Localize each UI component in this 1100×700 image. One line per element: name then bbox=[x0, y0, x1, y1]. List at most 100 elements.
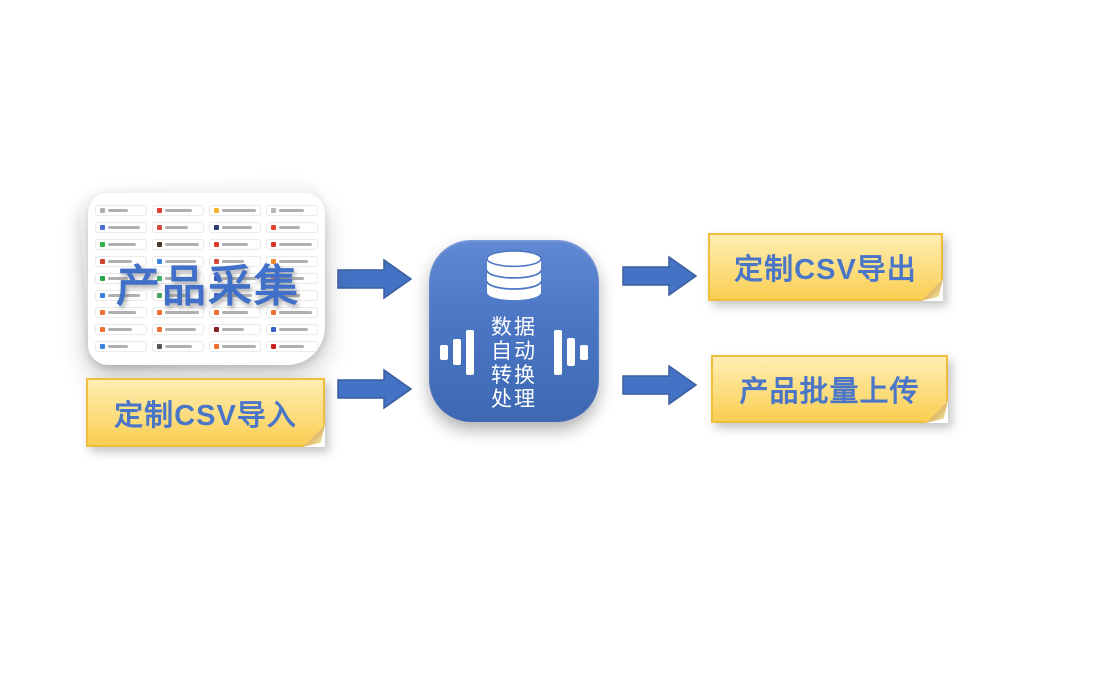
flow-arrow-processor-to-upload bbox=[622, 364, 698, 406]
platform-logo-icon bbox=[100, 242, 105, 247]
platform-logo-icon bbox=[271, 225, 276, 230]
note-csv-import: 定制CSV导入 bbox=[86, 378, 325, 447]
product-collection-screenshot bbox=[88, 193, 325, 365]
platform-chip bbox=[95, 205, 147, 216]
note-csv-export: 定制CSV导出 bbox=[708, 233, 943, 301]
platform-chip bbox=[152, 256, 204, 267]
processor-label-line: 自动 bbox=[491, 340, 537, 363]
platform-chip-label-bar bbox=[108, 328, 132, 331]
platform-logo-icon bbox=[157, 327, 162, 332]
platform-chip bbox=[266, 222, 318, 233]
equalizer-bars-right-icon bbox=[554, 329, 588, 375]
platform-logo-icon bbox=[100, 344, 105, 349]
platform-logo-icon bbox=[271, 208, 276, 213]
platform-chip bbox=[266, 205, 318, 216]
processor-label: 数据 自动 转换 处理 bbox=[429, 316, 599, 412]
platform-chip-label-bar bbox=[165, 260, 196, 263]
platform-chip bbox=[209, 273, 261, 284]
platform-chip-label-bar bbox=[279, 209, 304, 212]
processor-label-line: 数据 bbox=[491, 316, 537, 339]
platform-chip-label-bar bbox=[108, 243, 136, 246]
platform-chip-label-bar bbox=[279, 226, 300, 229]
equalizer-bars-left-icon bbox=[440, 329, 474, 375]
platform-chip-label-bar bbox=[165, 311, 199, 314]
platform-logo-icon bbox=[271, 310, 276, 315]
database-icon bbox=[486, 250, 542, 301]
platform-chip-label-bar bbox=[279, 243, 312, 246]
platform-logo-icon bbox=[157, 293, 162, 298]
platform-chip bbox=[209, 307, 261, 318]
platform-chip-label-bar bbox=[165, 226, 188, 229]
platform-chip bbox=[209, 222, 261, 233]
platform-chip bbox=[95, 256, 147, 267]
processor-label-line: 处理 bbox=[491, 388, 537, 411]
platform-logo-icon bbox=[157, 242, 162, 247]
platform-chip-label-bar bbox=[279, 345, 304, 348]
platform-chip-label-bar bbox=[165, 294, 188, 297]
platform-chip bbox=[95, 341, 147, 352]
platform-chip-label-bar bbox=[222, 345, 256, 348]
platform-chip-label-bar bbox=[108, 209, 128, 212]
platform-logo-icon bbox=[157, 225, 162, 230]
platform-logo-icon bbox=[271, 276, 276, 281]
platform-chip bbox=[209, 256, 261, 267]
platform-logo-icon bbox=[157, 208, 162, 213]
platform-logo-icon bbox=[214, 225, 219, 230]
platform-logo-icon bbox=[214, 208, 219, 213]
platform-logo-icon bbox=[100, 276, 105, 281]
platform-chip bbox=[266, 239, 318, 250]
flow-arrow-processor-to-export bbox=[622, 255, 698, 297]
platform-chip bbox=[95, 239, 147, 250]
platform-logo-icon bbox=[214, 242, 219, 247]
platform-chip bbox=[209, 341, 261, 352]
platform-chip bbox=[209, 239, 261, 250]
platform-chip-label-bar bbox=[108, 260, 132, 263]
platform-chip-label-bar bbox=[108, 277, 128, 280]
platform-logo-icon bbox=[214, 293, 219, 298]
platform-chip bbox=[266, 307, 318, 318]
platform-chip bbox=[95, 324, 147, 335]
platform-logo-icon bbox=[100, 310, 105, 315]
platform-chip-label-bar bbox=[222, 209, 256, 212]
platform-chip-label-bar bbox=[279, 311, 312, 314]
platform-chip-label-bar bbox=[222, 311, 248, 314]
platform-chip-label-bar bbox=[108, 294, 140, 297]
platform-chip-label-bar bbox=[279, 277, 304, 280]
platform-chip bbox=[152, 307, 204, 318]
platform-logo-icon bbox=[214, 327, 219, 332]
platform-logo-icon bbox=[100, 259, 105, 264]
platform-logo-icon bbox=[214, 310, 219, 315]
platform-chip-label-bar bbox=[108, 226, 140, 229]
platform-logo-icon bbox=[157, 259, 162, 264]
platform-logo-icon bbox=[271, 327, 276, 332]
platform-chip-label-bar bbox=[279, 328, 308, 331]
platform-chip-label-bar bbox=[222, 243, 248, 246]
platform-chip-grid bbox=[88, 193, 325, 365]
platform-chip bbox=[152, 205, 204, 216]
platform-chip-label-bar bbox=[222, 260, 244, 263]
platform-chip bbox=[209, 205, 261, 216]
platform-logo-icon bbox=[271, 259, 276, 264]
platform-chip bbox=[152, 273, 204, 284]
platform-chip bbox=[209, 324, 261, 335]
platform-chip bbox=[152, 341, 204, 352]
platform-chip bbox=[266, 324, 318, 335]
platform-chip bbox=[95, 307, 147, 318]
platform-logo-icon bbox=[157, 276, 162, 281]
flow-arrow-import-to-processor bbox=[337, 368, 413, 410]
platform-logo-icon bbox=[271, 344, 276, 349]
platform-chip-label-bar bbox=[108, 311, 136, 314]
platform-logo-icon bbox=[100, 225, 105, 230]
platform-logo-icon bbox=[157, 344, 162, 349]
note-csv-export-label: 定制CSV导出 bbox=[734, 254, 917, 286]
platform-chip-label-bar bbox=[279, 294, 300, 297]
platform-chip bbox=[152, 239, 204, 250]
note-batch-upload: 产品批量上传 bbox=[711, 355, 948, 423]
platform-chip-label-bar bbox=[108, 345, 128, 348]
platform-logo-icon bbox=[100, 293, 105, 298]
platform-chip bbox=[152, 290, 204, 301]
platform-chip bbox=[266, 256, 318, 267]
platform-chip bbox=[95, 273, 147, 284]
processor-label-line: 转换 bbox=[491, 364, 537, 387]
